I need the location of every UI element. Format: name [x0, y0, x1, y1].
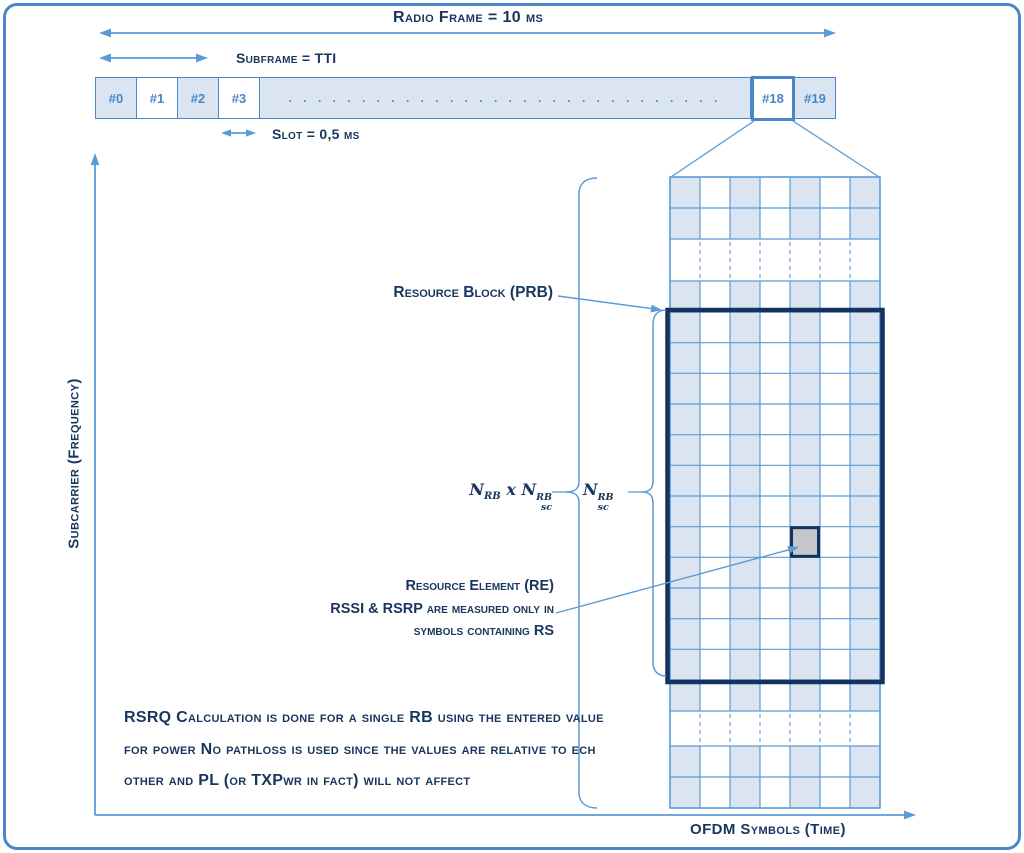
formula-n1-sub: RB [483, 491, 501, 502]
formula-op: x [506, 480, 516, 499]
prb-outline [665, 307, 885, 685]
subframe-cell-1: #1 [137, 78, 178, 118]
subframe-ellipsis: . . . . . . . . . . . . . . . . . . . . … [260, 78, 751, 118]
rsrq-note-line3: other and PL (or TXPwr in fact) will not… [124, 772, 471, 789]
re-label-block: Resource Element (RE) RSSI & RSRP are me… [297, 575, 554, 643]
slot-label: Slot = 0,5 ms [272, 126, 360, 142]
rsrq-note: RSRQ Calculation is done for a single RB… [124, 702, 684, 797]
re-label-line1: Resource Element (RE) [405, 578, 554, 594]
subframe-cell-2: #2 [178, 78, 219, 118]
subframe-cell-3: #3 [219, 78, 260, 118]
subframe-cell-0: #0 [96, 78, 137, 118]
formula-n1: N [469, 480, 484, 499]
radio-frame-label: Radio Frame = 10 ms [393, 9, 544, 26]
subframe-label: Subframe = TTI [236, 50, 337, 66]
formula-n2: N [521, 480, 537, 499]
y-axis-label: Subcarrier (Frequency) [65, 378, 83, 549]
re-label-line2: RSSI & RSRP are measured only in [330, 600, 554, 617]
re-label-line3: symbols containing RS [413, 623, 554, 639]
slot18-expansion-lines [670, 120, 880, 178]
formula-n2-sup: RB [536, 492, 552, 503]
formula-n2-sub: sc [540, 501, 552, 513]
x-axis-label: OFDM Symbols (Time) [690, 821, 846, 838]
subframe-cell-19: #19 [795, 78, 835, 118]
rsrq-note-line1: RSRQ Calculation is done for a single RB… [124, 709, 604, 726]
subframe-cell-18-highlighted: #18 [751, 75, 795, 121]
formula-sub: sc [597, 501, 609, 513]
resource-grid [669, 176, 881, 809]
prb-height-brace [641, 309, 667, 677]
arrows [90, 28, 916, 820]
radio-frame-bar: #0 #1 #2 #3 . . . . . . . . . . . . . . … [95, 75, 836, 121]
rsrq-note-line2: for power No pathloss is used since the … [124, 740, 596, 758]
prb-label: Resource Block (PRB) [393, 284, 553, 301]
formula-n: N [583, 480, 598, 499]
formula-sup: RB [597, 492, 614, 503]
resource-element-cell [790, 526, 820, 558]
